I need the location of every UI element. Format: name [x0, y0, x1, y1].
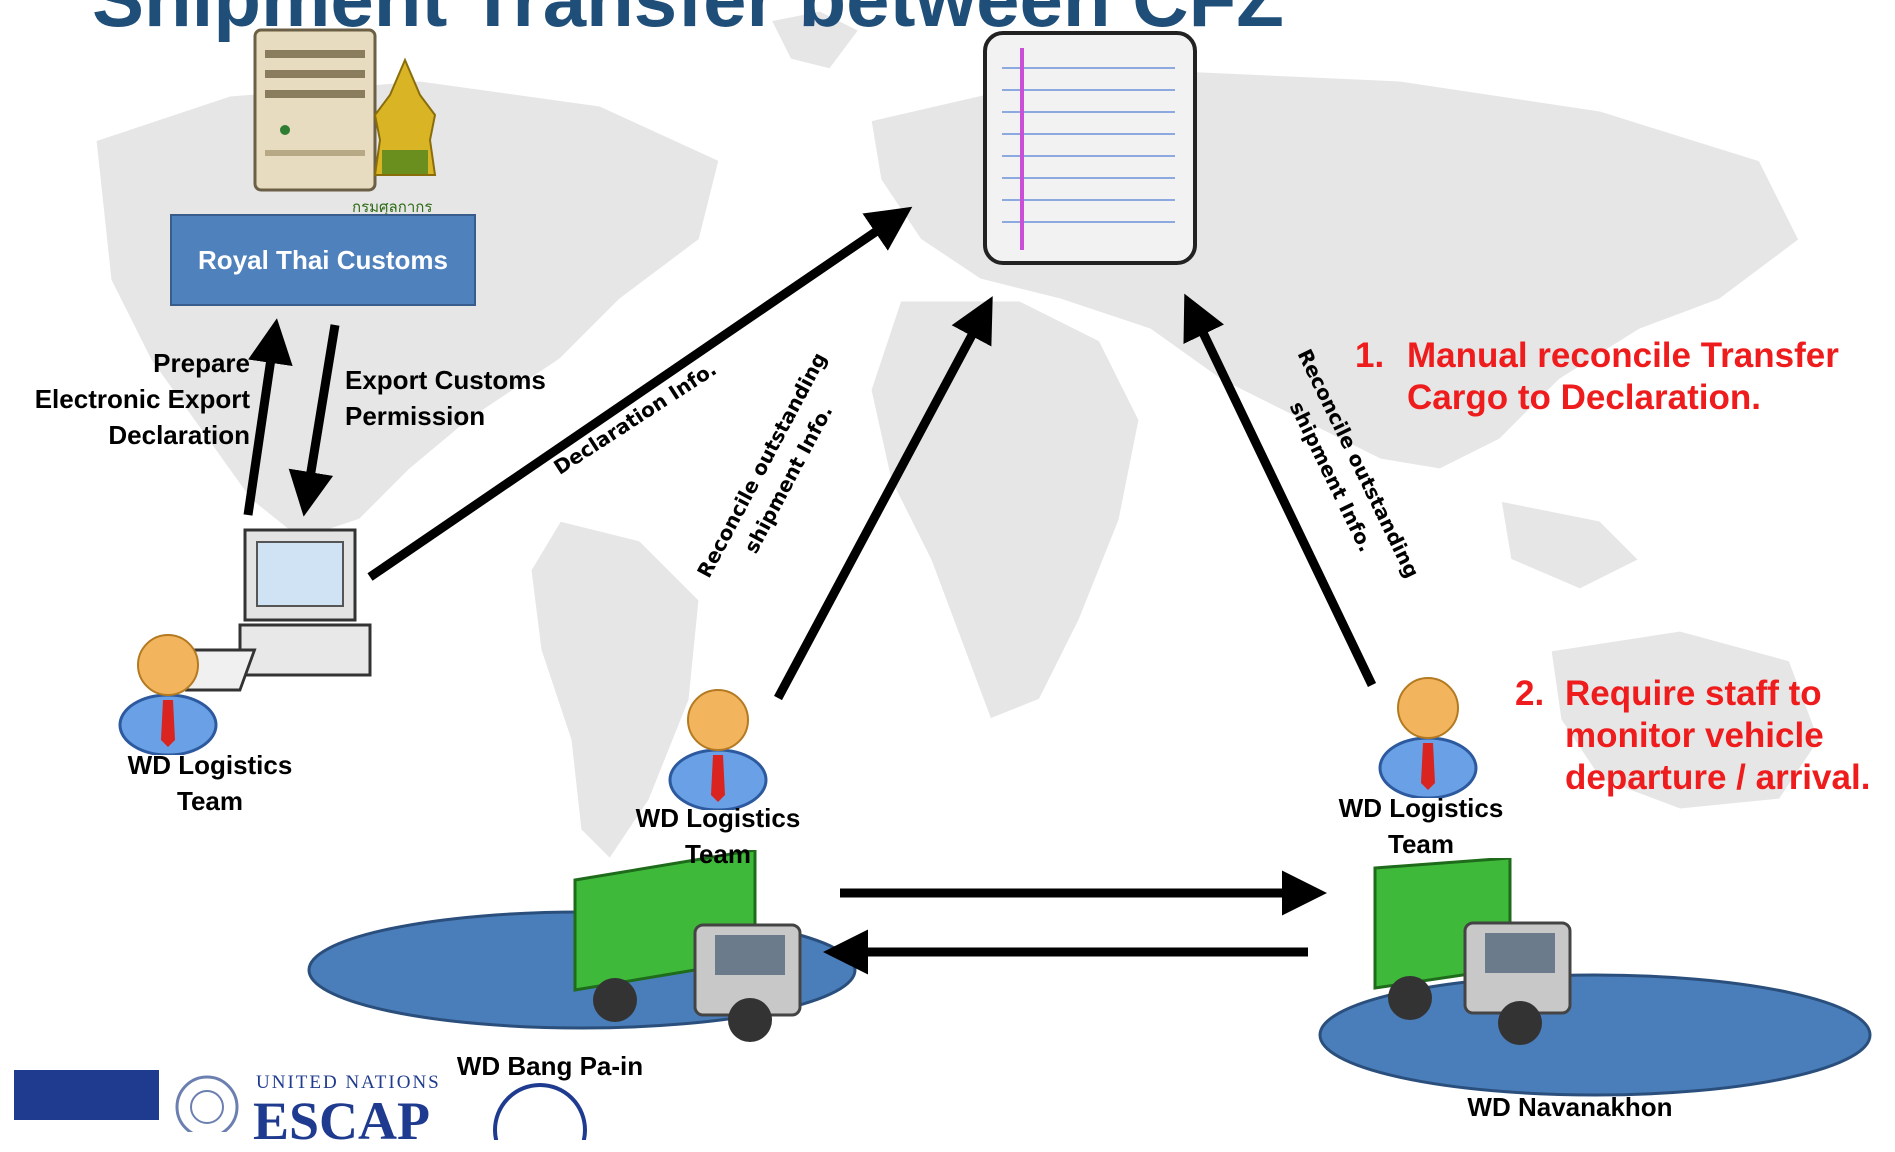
- prepare-label: Prepare Electronic Export Declaration: [0, 345, 250, 453]
- server-icon: [253, 28, 377, 192]
- team-left-line-1: WD Logistics: [127, 750, 293, 780]
- truck-icon: [573, 850, 802, 1042]
- royal-thai-customs-box: Royal Thai Customs: [170, 214, 476, 306]
- site-ellipse-navanakhon: [1318, 973, 1872, 1097]
- site-label-navanakhon: WD Navanakhon: [1467, 1092, 1673, 1122]
- escap-logo-text: ESCAP: [253, 1091, 431, 1151]
- un-emblem-icon: [175, 1075, 239, 1132]
- export-permission-label: Export Customs Permission: [345, 362, 546, 434]
- flow-arrows: [243, 206, 1377, 975]
- customs-box-label: Royal Thai Customs: [198, 244, 448, 275]
- customs-seal-icon: [373, 57, 437, 176]
- user-avatar-icon: [118, 634, 218, 755]
- organization-logo-block: [14, 1070, 159, 1120]
- team-label-right: WD Logistics Team: [1301, 790, 1541, 862]
- arrow-reconcile-right: [1183, 293, 1377, 687]
- issue-2-line-3: departure / arrival.: [1565, 758, 1871, 797]
- arrow-declaration-info: [367, 206, 913, 581]
- issue-2-line-1: Require staff to: [1565, 674, 1822, 713]
- team-right-line-1: WD Logistics: [1338, 793, 1504, 823]
- team-label-center: WD Logistics Team: [598, 800, 838, 872]
- arrow-reconcile-left: [774, 296, 993, 701]
- team-center-line-1: WD Logistics: [635, 803, 801, 833]
- team-center-line-2: Team: [685, 839, 751, 869]
- issue-note-2: 2. Require staff to monitor vehicle depa…: [1515, 673, 1895, 799]
- site-label-bang-pa-in: WD Bang Pa-in: [456, 1051, 644, 1081]
- issue-1-line-2: Cargo to Declaration.: [1407, 378, 1761, 417]
- issue-2-number: 2.: [1515, 674, 1545, 713]
- document-icon: [983, 31, 1197, 265]
- export-permission-line-1: Export Customs: [345, 365, 546, 395]
- prepare-line-3: Declaration: [108, 420, 250, 450]
- issue-1-number: 1.: [1355, 336, 1385, 375]
- customs-seal-caption: กรมศุลกากร: [352, 198, 433, 216]
- un-logo-text: UNITED NATIONS: [256, 1072, 441, 1093]
- issue-note-1: 1. Manual reconcile Transfer Cargo to De…: [1355, 335, 1895, 419]
- team-label-left: WD Logistics Team: [90, 747, 330, 819]
- export-permission-line-2: Permission: [345, 401, 486, 431]
- prepare-line-2: Electronic Export: [34, 384, 250, 414]
- arrow-export-permission: [288, 324, 340, 517]
- team-left-line-2: Team: [177, 786, 243, 816]
- user-avatar-icon: [1378, 677, 1478, 798]
- prepare-line-1: Prepare: [153, 348, 250, 378]
- team-right-line-2: Team: [1388, 829, 1454, 859]
- issue-2-line-2: monitor vehicle: [1565, 716, 1824, 755]
- globe-logo-icon: [493, 1083, 587, 1140]
- issue-1-line-1: Manual reconcile Transfer: [1407, 336, 1839, 375]
- user-avatar-icon: [668, 689, 768, 810]
- truck-icon: [1373, 858, 1572, 1045]
- arrow-prepare: [243, 318, 293, 516]
